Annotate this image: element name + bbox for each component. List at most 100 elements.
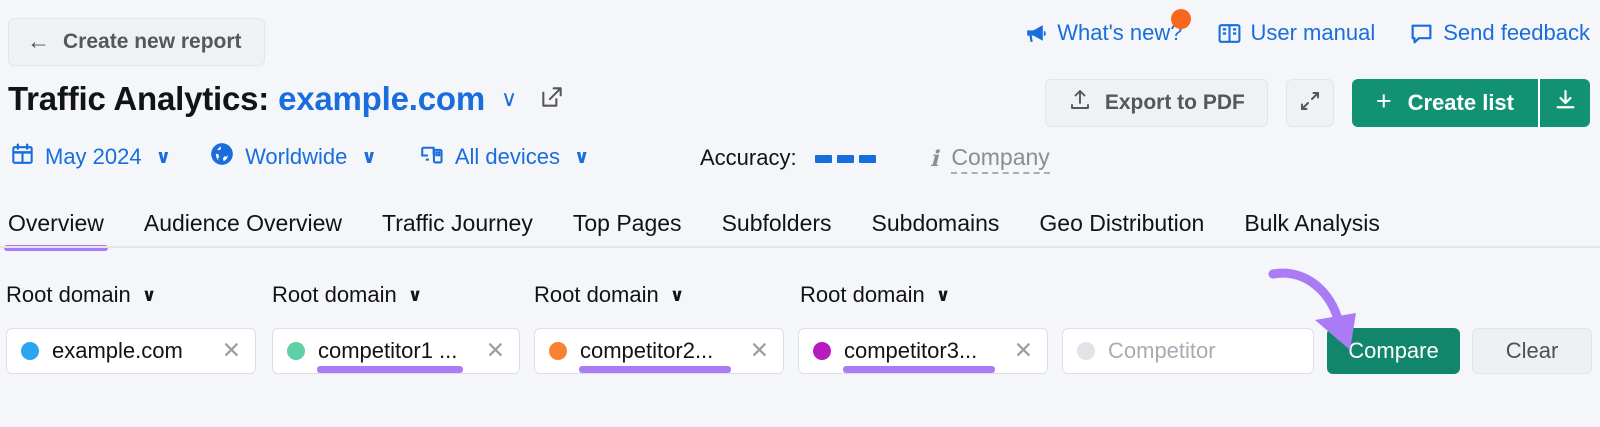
notification-badge-dot xyxy=(1170,9,1191,29)
tab-traffic-journey[interactable]: Traffic Journey xyxy=(378,210,537,251)
devices-icon xyxy=(419,141,445,173)
tab-top-pages-label: Top Pages xyxy=(572,210,682,236)
create-new-report-label: Create new report xyxy=(63,30,242,53)
root-domain-select-1[interactable]: Root domain ∨ xyxy=(6,282,156,308)
device-filter[interactable]: All devices ∨ xyxy=(419,141,590,173)
competitor-name: competitor3... xyxy=(844,338,978,363)
root-domain-select-row: Root domain ∨ Root domain ∨ Root domain … xyxy=(0,282,1600,316)
create-list-label: Create list xyxy=(1407,90,1514,115)
competitor-name: example.com xyxy=(52,338,183,363)
user-manual-link[interactable]: User manual xyxy=(1217,20,1376,46)
tab-subdomains-label: Subdomains xyxy=(871,210,1000,236)
location-filter-label: Worldwide xyxy=(245,144,348,169)
tab-subfolders[interactable]: Subfolders xyxy=(718,210,836,251)
accuracy-bar xyxy=(836,155,854,163)
accuracy-label: Accuracy: xyxy=(700,145,797,170)
megaphone-icon xyxy=(1023,21,1048,46)
competitor-chip-1[interactable]: example.com ✕ xyxy=(6,328,256,374)
competitor-input-empty[interactable]: Competitor xyxy=(1062,328,1314,374)
download-list-button[interactable] xyxy=(1538,79,1590,127)
clear-button[interactable]: Clear xyxy=(1472,328,1592,374)
tab-bar: Overview Audience Overview Traffic Journ… xyxy=(0,210,1600,251)
page-title: Traffic Analytics: example.com xyxy=(8,80,485,118)
root-domain-select-4[interactable]: Root domain ∨ xyxy=(800,282,950,308)
chevron-down-icon: ∨ xyxy=(669,285,685,305)
accuracy-indicator: Accuracy: xyxy=(700,145,876,171)
remove-competitor-icon[interactable]: ✕ xyxy=(1013,337,1033,364)
compare-button[interactable]: Compare xyxy=(1327,328,1460,374)
user-manual-label: User manual xyxy=(1250,20,1376,45)
tab-traffic-journey-label: Traffic Journey xyxy=(382,210,533,236)
tab-bulk-analysis-label: Bulk Analysis xyxy=(1244,210,1380,236)
device-chevron-down-icon: ∨ xyxy=(573,146,590,168)
whats-new-label: What's new? xyxy=(1057,20,1183,45)
remove-competitor-icon[interactable]: ✕ xyxy=(485,337,505,364)
competitor-chip-2[interactable]: competitor1 ... ✕ xyxy=(272,328,520,374)
external-link-icon[interactable] xyxy=(539,84,565,115)
root-domain-select-2[interactable]: Root domain ∨ xyxy=(272,282,422,308)
date-filter[interactable]: May 2024 ∨ xyxy=(10,142,171,173)
upload-icon xyxy=(1068,88,1092,118)
tab-subdomains[interactable]: Subdomains xyxy=(868,210,1004,251)
top-links: What's new? User manual xyxy=(1023,9,1590,46)
send-feedback-label: Send feedback xyxy=(1443,20,1590,45)
header-actions: Export to PDF + Create list xyxy=(1044,79,1590,127)
highlight-underline xyxy=(579,366,731,373)
series-color-dot xyxy=(549,342,567,360)
tab-subfolders-label: Subfolders xyxy=(721,210,832,236)
root-domain-select-3[interactable]: Root domain ∨ xyxy=(534,282,684,308)
accuracy-bars xyxy=(814,155,876,163)
expand-diagonal-icon xyxy=(1298,89,1322,118)
tab-geo-distribution-label: Geo Distribution xyxy=(1039,210,1205,236)
info-icon: ℹ xyxy=(930,146,939,171)
competitor-chip-row: example.com ✕ competitor1 ... ✕ competit… xyxy=(0,328,1600,376)
date-filter-label: May 2024 xyxy=(45,144,142,169)
device-filter-label: All devices xyxy=(454,144,560,169)
download-icon xyxy=(1553,88,1578,118)
export-to-pdf-button[interactable]: Export to PDF xyxy=(1044,79,1268,127)
company-tooltip-trigger[interactable]: ℹ Company xyxy=(930,144,1050,174)
create-list-button[interactable]: + Create list xyxy=(1351,79,1538,127)
page-title-row: Traffic Analytics: example.com ∨ xyxy=(8,80,565,118)
expand-diagonal-button[interactable] xyxy=(1285,79,1334,127)
calendar-icon xyxy=(10,142,35,173)
tab-top-pages[interactable]: Top Pages xyxy=(569,210,686,251)
competitor-chip-4[interactable]: competitor3... ✕ xyxy=(798,328,1048,374)
domain-chevron-down-icon[interactable]: ∨ xyxy=(500,86,518,111)
accuracy-bar xyxy=(858,155,876,163)
highlight-underline xyxy=(843,366,995,373)
send-feedback-link[interactable]: Send feedback xyxy=(1409,20,1590,46)
remove-competitor-icon[interactable]: ✕ xyxy=(749,337,769,364)
compare-button-label: Compare xyxy=(1348,338,1439,363)
tab-geo-distribution[interactable]: Geo Distribution xyxy=(1035,210,1208,251)
chevron-down-icon: ∨ xyxy=(407,285,423,305)
remove-competitor-icon[interactable]: ✕ xyxy=(221,337,241,364)
page-title-prefix: Traffic Analytics: xyxy=(8,80,270,117)
whats-new-link[interactable]: What's new? xyxy=(1023,9,1191,46)
tab-audience-overview-label: Audience Overview xyxy=(143,210,343,236)
location-filter[interactable]: Worldwide ∨ xyxy=(209,141,377,173)
competitor-input-placeholder: Competitor xyxy=(1108,338,1216,363)
root-domain-label: Root domain xyxy=(6,282,131,307)
location-chevron-down-icon: ∨ xyxy=(361,146,377,168)
series-color-dot xyxy=(287,342,305,360)
tab-overview[interactable]: Overview xyxy=(4,210,108,251)
export-to-pdf-label: Export to PDF xyxy=(1104,91,1245,114)
globe-icon xyxy=(209,141,235,173)
tab-bulk-analysis[interactable]: Bulk Analysis xyxy=(1240,210,1384,251)
company-label: Company xyxy=(951,144,1050,174)
filter-bar: May 2024 ∨ Worldwide ∨ All devices xyxy=(10,141,589,173)
root-domain-label: Root domain xyxy=(534,282,659,307)
competitor-chip-3[interactable]: competitor2... ✕ xyxy=(534,328,784,374)
plus-icon: + xyxy=(1375,86,1392,116)
series-color-dot xyxy=(813,342,831,360)
create-list-group: + Create list xyxy=(1351,79,1590,127)
root-domain-label: Root domain xyxy=(800,282,925,307)
competitor-name: competitor2... xyxy=(580,338,714,363)
create-new-report-button[interactable]: ← Create new report xyxy=(8,18,265,66)
tab-audience-overview[interactable]: Audience Overview xyxy=(140,210,346,251)
page-title-domain[interactable]: example.com xyxy=(278,80,485,117)
chevron-down-icon: ∨ xyxy=(141,285,157,305)
comment-icon xyxy=(1409,21,1434,46)
